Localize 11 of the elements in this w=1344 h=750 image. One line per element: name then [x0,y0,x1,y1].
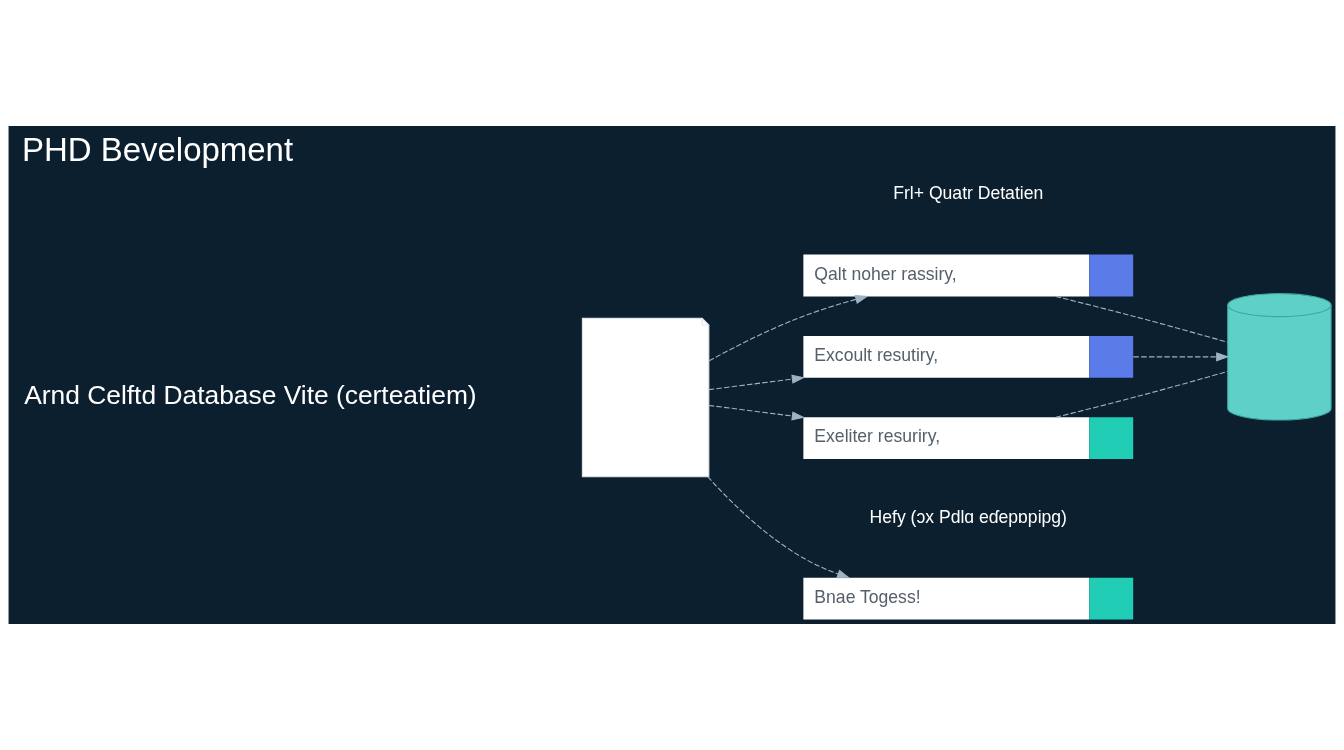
label: Frl+ Quatr Detatien [893,183,1044,204]
label: Hefy (ɔx Pdlɑ eɗepɒpipg) [869,506,1067,527]
arrow [708,294,869,362]
label: Arnd Celftd Database Vite (certeatiem) [24,380,477,411]
arrow [708,404,805,421]
arrow [707,476,851,579]
diagram-title: PHD Bevelopment [21,131,294,169]
connector [1055,295,1229,343]
arrow [708,374,805,391]
connector [1055,370,1229,418]
arrow [1132,352,1230,362]
